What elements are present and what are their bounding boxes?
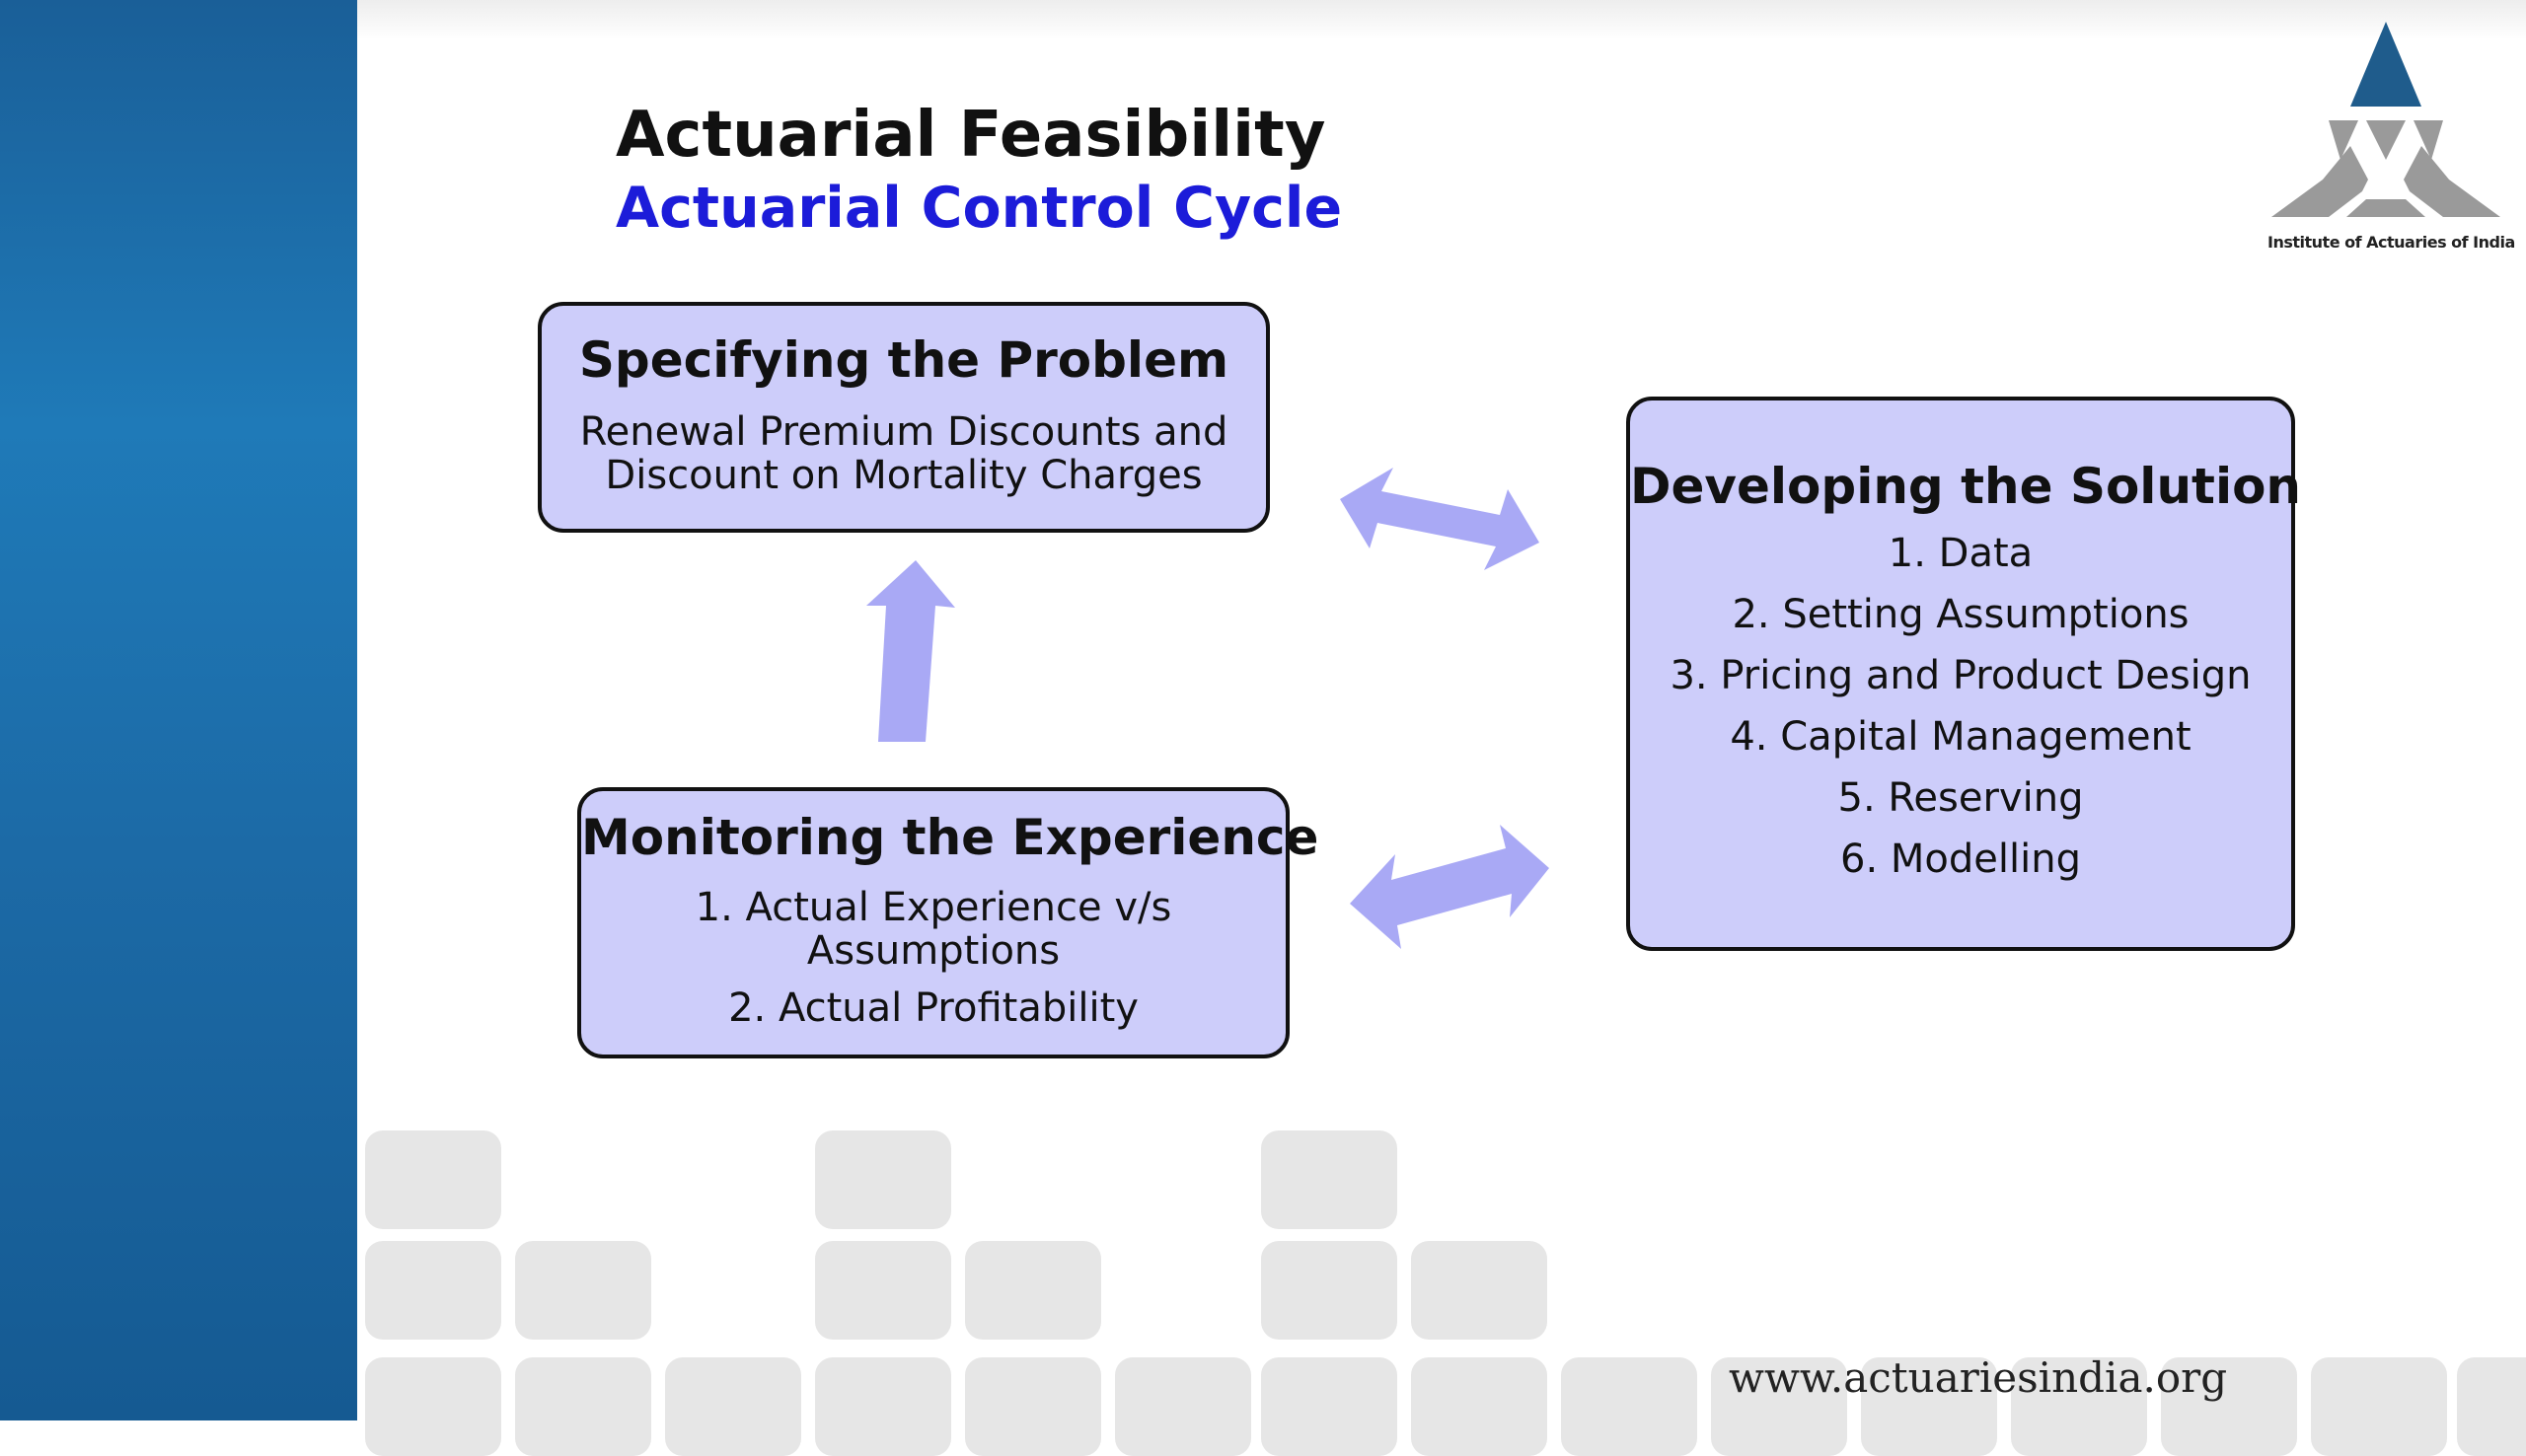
developing-solution-list: 1. Data 2. Setting Assumptions 3. Pricin… [1630, 523, 2291, 890]
website-url: www.actuariesindia.org [1729, 1353, 2228, 1402]
list-item: 3. Pricing and Product Design [1670, 653, 2252, 698]
institute-logo-icon [2271, 22, 2500, 217]
logo-caption: Institute of Actuaries of India [2267, 233, 2515, 252]
left-decorative-band [0, 0, 357, 1420]
monitoring-item-1: 1. Actual Experience v/s Assumptions [581, 886, 1286, 973]
specifying-problem-box: Specifying the Problem Renewal Premium D… [538, 302, 1270, 533]
monitoring-experience-heading: Monitoring the Experience [581, 809, 1319, 866]
background-tile [1411, 1241, 1547, 1340]
list-item-continuation: Assumptions [806, 928, 1061, 974]
background-tile [965, 1241, 1101, 1340]
slide-subtitle: Actuarial Control Cycle [616, 176, 1343, 241]
list-item: 5. Reserving [1837, 775, 2084, 821]
background-tile [815, 1241, 951, 1340]
list-item: 6. Modelling [1840, 837, 2081, 882]
developing-solution-box: Developing the Solution 1. Data 2. Setti… [1626, 397, 2302, 951]
background-tile [515, 1241, 651, 1340]
slide-title: Actuarial Feasibility [616, 99, 1326, 172]
double-arrow-bottom [1350, 825, 1549, 949]
background-tile [1261, 1241, 1397, 1340]
background-tile [365, 1130, 501, 1229]
list-item: 2. Setting Assumptions [1732, 592, 2190, 637]
list-item: 1. Actual Experience v/s [695, 885, 1172, 930]
cycle-arrows [866, 468, 1549, 949]
developing-solution-heading: Developing the Solution [1630, 458, 2302, 515]
background-tile [365, 1241, 501, 1340]
background-tile [1261, 1130, 1397, 1229]
double-arrow-top [1340, 468, 1539, 570]
background-tile [815, 1130, 951, 1229]
up-arrow [866, 560, 955, 742]
specifying-problem-heading: Specifying the Problem [578, 331, 1229, 389]
description-line: Renewal Premium Discounts and [579, 409, 1228, 455]
specifying-problem-description: Renewal Premium Discounts and Discount o… [542, 410, 1266, 497]
list-item: 1. Data [1888, 531, 2034, 576]
monitoring-experience-box: Monitoring the Experience 1. Actual Expe… [577, 787, 1319, 1058]
list-item: 2. Actual Profitability [728, 985, 1139, 1031]
description-line: Discount on Mortality Charges [605, 453, 1203, 498]
list-item: 4. Capital Management [1730, 714, 2192, 760]
